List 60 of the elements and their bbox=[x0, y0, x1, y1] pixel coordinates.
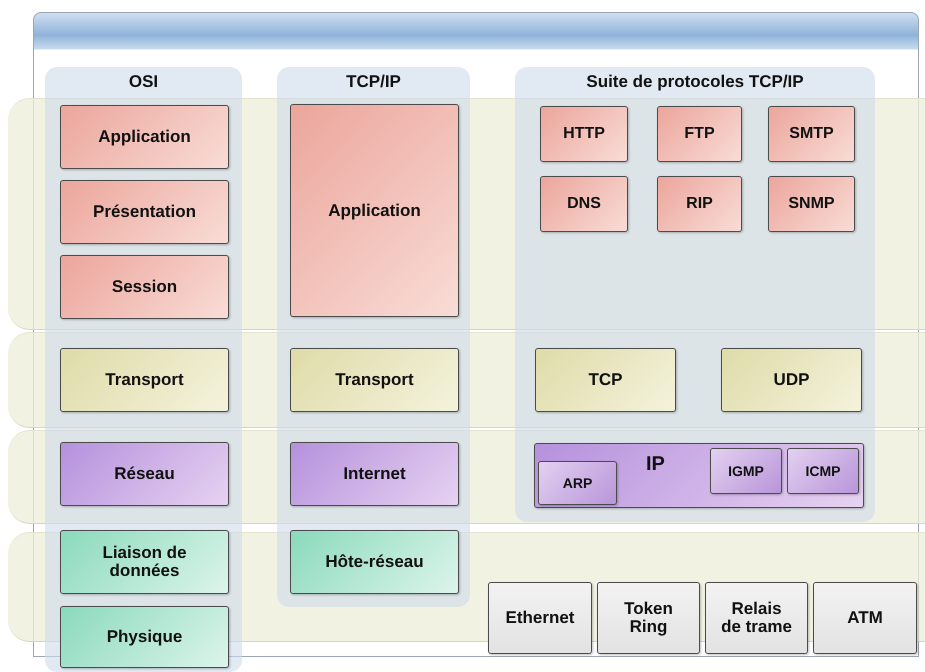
layer-box bbox=[60, 348, 229, 412]
layer-box bbox=[290, 530, 459, 594]
network-box bbox=[597, 582, 700, 654]
protocol-bar bbox=[534, 443, 864, 508]
node-label: HTTP bbox=[562, 126, 606, 142]
node-label: Liaison de données bbox=[101, 544, 188, 580]
network-box bbox=[705, 582, 808, 654]
layer-box bbox=[540, 176, 628, 232]
layer-box bbox=[60, 180, 229, 244]
node-label: ATM bbox=[846, 609, 884, 627]
layer-box bbox=[657, 106, 742, 162]
network-box bbox=[813, 582, 917, 654]
layer-box bbox=[540, 106, 628, 162]
network-box bbox=[488, 582, 592, 654]
column-panel bbox=[277, 67, 470, 607]
node-label: Transport bbox=[334, 371, 415, 389]
layer-box bbox=[60, 442, 229, 506]
node-label: Internet bbox=[342, 465, 407, 483]
layer-box bbox=[768, 106, 855, 162]
node-label: Relais de trame bbox=[720, 600, 793, 636]
node-label: Ethernet bbox=[504, 609, 576, 627]
layer-box bbox=[60, 606, 229, 668]
layer-box bbox=[60, 530, 229, 594]
layer-box bbox=[657, 176, 742, 232]
node-label: RIP bbox=[685, 196, 714, 212]
column-panel bbox=[515, 67, 875, 522]
node-label: IGMP bbox=[727, 464, 765, 478]
node-label: Hôte-réseau bbox=[324, 553, 425, 571]
node-label: Présentation bbox=[92, 203, 197, 221]
layer-box bbox=[290, 348, 459, 412]
node-label: ICMP bbox=[804, 464, 842, 478]
node-label: UDP bbox=[772, 371, 810, 389]
node-label: SNMP bbox=[787, 196, 836, 212]
layer-box bbox=[721, 348, 862, 412]
layer-box bbox=[535, 348, 676, 412]
node-label: Session bbox=[110, 278, 178, 296]
node-label: TCP bbox=[588, 371, 624, 389]
node-label: Token Ring bbox=[623, 600, 674, 636]
layer-box bbox=[60, 255, 229, 319]
node-label: DNS bbox=[566, 196, 602, 212]
node-label: Application bbox=[97, 128, 192, 146]
node-label: FTP bbox=[683, 126, 716, 142]
node-label: Transport bbox=[104, 371, 185, 389]
node-label: SMTP bbox=[788, 126, 835, 142]
column-title: Suite de protocoles TCP/IP bbox=[585, 73, 805, 91]
protocol-box bbox=[538, 461, 617, 505]
node-label: ARP bbox=[562, 476, 594, 490]
column-panel bbox=[45, 67, 242, 672]
protocol-box bbox=[787, 448, 859, 494]
node-label: Physique bbox=[106, 628, 184, 646]
layer-box bbox=[60, 105, 229, 169]
layer-box bbox=[768, 176, 855, 232]
node-label: Application bbox=[327, 202, 422, 220]
layer-box bbox=[290, 104, 459, 317]
column-title: OSI bbox=[128, 73, 160, 91]
node-label: Réseau bbox=[113, 465, 176, 483]
column-title: TCP/IP bbox=[345, 73, 402, 91]
node-label: IP bbox=[645, 454, 666, 475]
protocol-box bbox=[710, 448, 782, 494]
layer-box bbox=[290, 442, 459, 506]
